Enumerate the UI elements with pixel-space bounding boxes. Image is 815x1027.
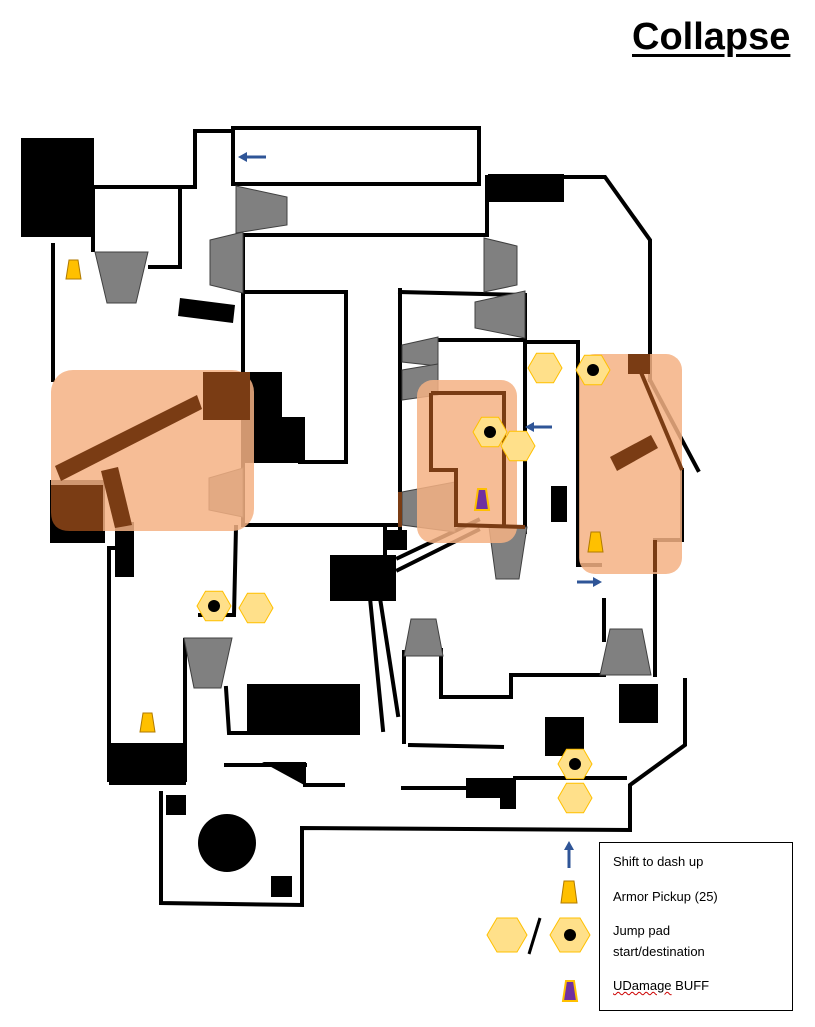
block xyxy=(245,417,305,463)
block xyxy=(385,530,407,550)
wall-segment xyxy=(148,185,182,269)
ramp xyxy=(403,618,444,657)
collapse-zones xyxy=(51,354,682,574)
map-title: Collapse xyxy=(632,16,791,58)
ramp xyxy=(599,628,652,676)
round-pillar xyxy=(198,814,256,872)
ramp xyxy=(235,185,288,234)
wall-segment xyxy=(407,742,505,750)
beam xyxy=(55,395,202,481)
block xyxy=(271,876,292,897)
legend-udamage-word: UDamage xyxy=(613,978,672,993)
armor-pickup-icon xyxy=(560,880,578,904)
ramp xyxy=(474,290,526,339)
wall-segment xyxy=(91,129,232,252)
ramp xyxy=(183,637,233,689)
wall-segment xyxy=(159,678,687,908)
wall-segment xyxy=(383,288,402,534)
wall-segment xyxy=(439,648,606,699)
legend-label-udamage: UDamage BUFF xyxy=(613,975,709,996)
block xyxy=(500,778,516,809)
block xyxy=(262,762,306,786)
ramp xyxy=(483,237,518,293)
separator-slash xyxy=(527,917,542,955)
jump-pad-destination-icon xyxy=(549,917,591,953)
wall-segment xyxy=(367,595,386,733)
udamage-icon xyxy=(473,488,491,511)
beam xyxy=(429,393,526,529)
collapse-beams xyxy=(51,354,658,531)
jump-pad-icon xyxy=(486,917,528,953)
ramp xyxy=(94,251,149,304)
jump-pad-icon xyxy=(557,782,593,814)
legend: Shift to dash up Armor Pickup (25) Jump … xyxy=(599,842,793,1011)
legend-label-armor: Armor Pickup (25) xyxy=(613,889,718,904)
legend-label-jump-pad-2: start/destination xyxy=(613,944,705,959)
ramp xyxy=(401,336,439,367)
armor-pickup-icon xyxy=(65,259,82,280)
block xyxy=(247,684,360,734)
block xyxy=(109,743,186,785)
udamage-icon xyxy=(561,980,579,1002)
beam xyxy=(610,435,658,471)
block xyxy=(619,684,658,723)
right-arrow-icon xyxy=(577,577,602,587)
armor-pickups xyxy=(65,259,604,733)
legend-label-jump-pad: Jump pad xyxy=(613,923,671,938)
up-arrow-icon xyxy=(564,841,574,868)
wall-segment xyxy=(244,290,348,464)
block xyxy=(115,522,134,577)
beam xyxy=(638,369,684,471)
block xyxy=(551,486,567,522)
armor-pickup-icon xyxy=(587,531,604,553)
beam xyxy=(51,485,103,531)
dash-arrows xyxy=(238,152,602,587)
left-arrow-icon xyxy=(238,152,266,162)
wall-top-box xyxy=(231,126,481,186)
jump-pad-icon xyxy=(527,352,563,384)
beam xyxy=(101,467,132,528)
ramp xyxy=(209,231,244,294)
beam xyxy=(628,354,650,374)
legend-label-dash: Shift to dash up xyxy=(613,854,704,869)
beam xyxy=(431,391,506,525)
legend-udamage-suffix: BUFF xyxy=(675,978,710,993)
left-arrow-icon xyxy=(525,422,552,432)
block xyxy=(166,795,186,815)
collapse-beam-lines xyxy=(398,369,684,572)
wall-segment xyxy=(241,178,489,237)
legend-icons xyxy=(486,841,591,1002)
block xyxy=(21,138,94,237)
wall-segment xyxy=(377,595,401,718)
block xyxy=(488,174,564,202)
jump-pad-icon xyxy=(238,592,274,624)
beam xyxy=(203,372,250,420)
block xyxy=(178,298,235,323)
block xyxy=(330,555,396,601)
armor-pickup-icon xyxy=(139,712,156,733)
